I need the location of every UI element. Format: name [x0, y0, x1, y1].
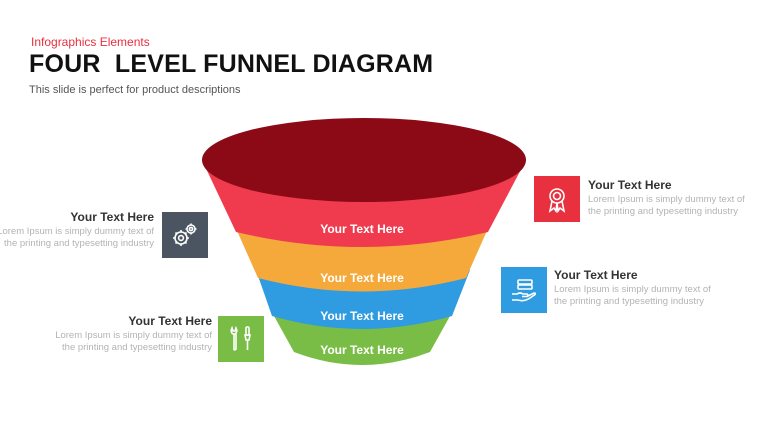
- page-title: FOUR LEVEL FUNNEL DIAGRAM: [29, 50, 434, 78]
- tools-icon: [218, 316, 264, 362]
- award-ribbon-icon: [534, 176, 580, 222]
- page-subtitle: This slide is perfect for product descri…: [29, 84, 241, 96]
- note-bottom-left: Your Text Here Lorem Ipsum is simply dum…: [52, 314, 212, 354]
- note-top-left: Your Text Here Lorem Ipsum is simply dum…: [0, 210, 154, 250]
- note-title: Your Text Here: [588, 178, 672, 192]
- gears-icon: [162, 212, 208, 258]
- note-title: Your Text Here: [128, 314, 212, 328]
- note-body: Lorem Ipsum is simply dummy text of the …: [55, 330, 212, 353]
- note-top-right: Your Text Here Lorem Ipsum is simply dum…: [588, 178, 748, 218]
- note-body: Lorem Ipsum is simply dummy text of the …: [554, 284, 711, 307]
- note-bottom-right: Your Text Here Lorem Ipsum is simply dum…: [554, 268, 714, 308]
- note-title: Your Text Here: [554, 268, 638, 282]
- funnel-label-2: Your Text Here: [320, 271, 404, 285]
- funnel-top-opening: [202, 118, 526, 202]
- note-title: Your Text Here: [70, 210, 154, 224]
- hand-money-icon: [501, 267, 547, 313]
- note-body: Lorem Ipsum is simply dummy text of the …: [588, 194, 745, 217]
- funnel-label-3: Your Text Here: [320, 309, 404, 323]
- kicker-text: Infographics Elements: [31, 35, 150, 49]
- note-body: Lorem Ipsum is simply dummy text of the …: [0, 226, 154, 249]
- funnel-label-4: Your Text Here: [320, 343, 404, 357]
- funnel-label-1: Your Text Here: [320, 222, 404, 236]
